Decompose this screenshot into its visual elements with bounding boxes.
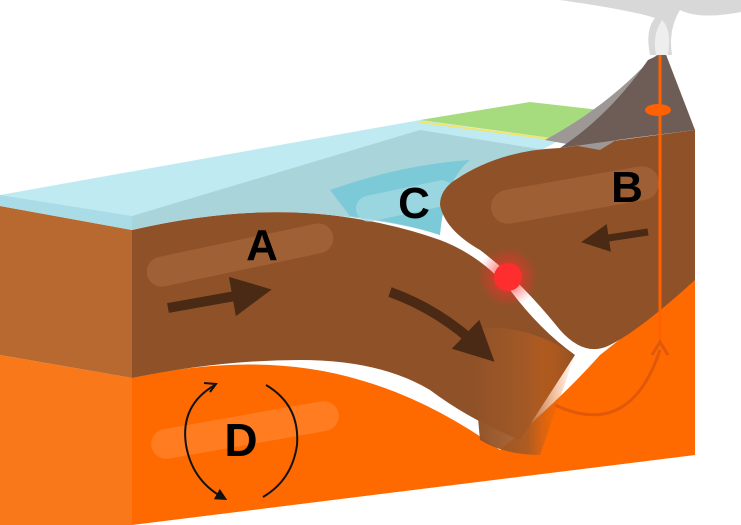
arrow-oceanic-motion [167, 276, 272, 317]
earthquake-focus [478, 247, 538, 307]
ash-plume [560, 0, 741, 55]
volcano [545, 0, 741, 417]
continental-plate [440, 130, 695, 350]
ocean [0, 120, 560, 235]
mantle [0, 280, 695, 525]
ash-plume-inner [654, 20, 670, 55]
mantle-highlight [151, 401, 339, 459]
convection-arrow-left [184, 384, 228, 500]
ocean-front-face [0, 195, 132, 230]
mantle-front-face [0, 355, 132, 525]
label-b: B [611, 163, 643, 212]
plate-motion-arrows [167, 224, 649, 362]
plate-highlight [146, 223, 334, 287]
rising-magma-arrowhead [650, 339, 670, 356]
oceanic-plate [0, 206, 575, 455]
ocean-trench-water [132, 130, 545, 235]
subducting-slab [470, 327, 575, 455]
convection-arrow-right [262, 384, 299, 498]
ocean-highlight [356, 180, 455, 222]
convection-arrows [184, 382, 299, 500]
continental-highlight [491, 166, 659, 224]
magma-chamber [645, 104, 671, 116]
convection-arrowhead-top [203, 382, 218, 393]
arrow-continental-motion [581, 224, 649, 252]
arrow-subduction [388, 287, 495, 362]
oceanic-plate-front [0, 206, 132, 378]
label-c: C [398, 179, 430, 228]
mantle-side-face [132, 280, 695, 525]
coastal-land [420, 102, 600, 142]
label-d: D [224, 414, 257, 466]
rising-magma-arrow [554, 349, 662, 417]
label-a: A [246, 221, 278, 270]
